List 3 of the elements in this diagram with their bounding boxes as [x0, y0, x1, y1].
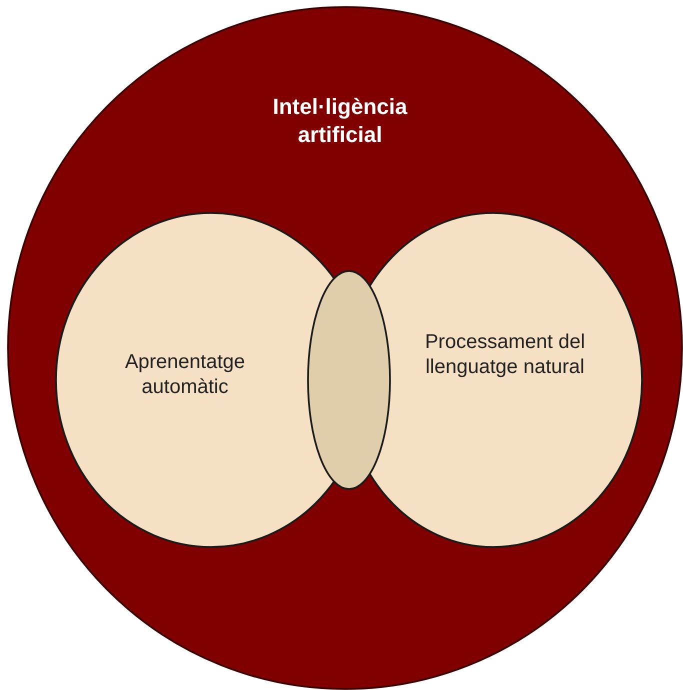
node-label: Intel·ligència artificial: [272, 93, 408, 148]
node-label: Processament del llenguatge natural: [424, 330, 586, 380]
node-label: Aprenentatge automàtic: [124, 350, 246, 400]
